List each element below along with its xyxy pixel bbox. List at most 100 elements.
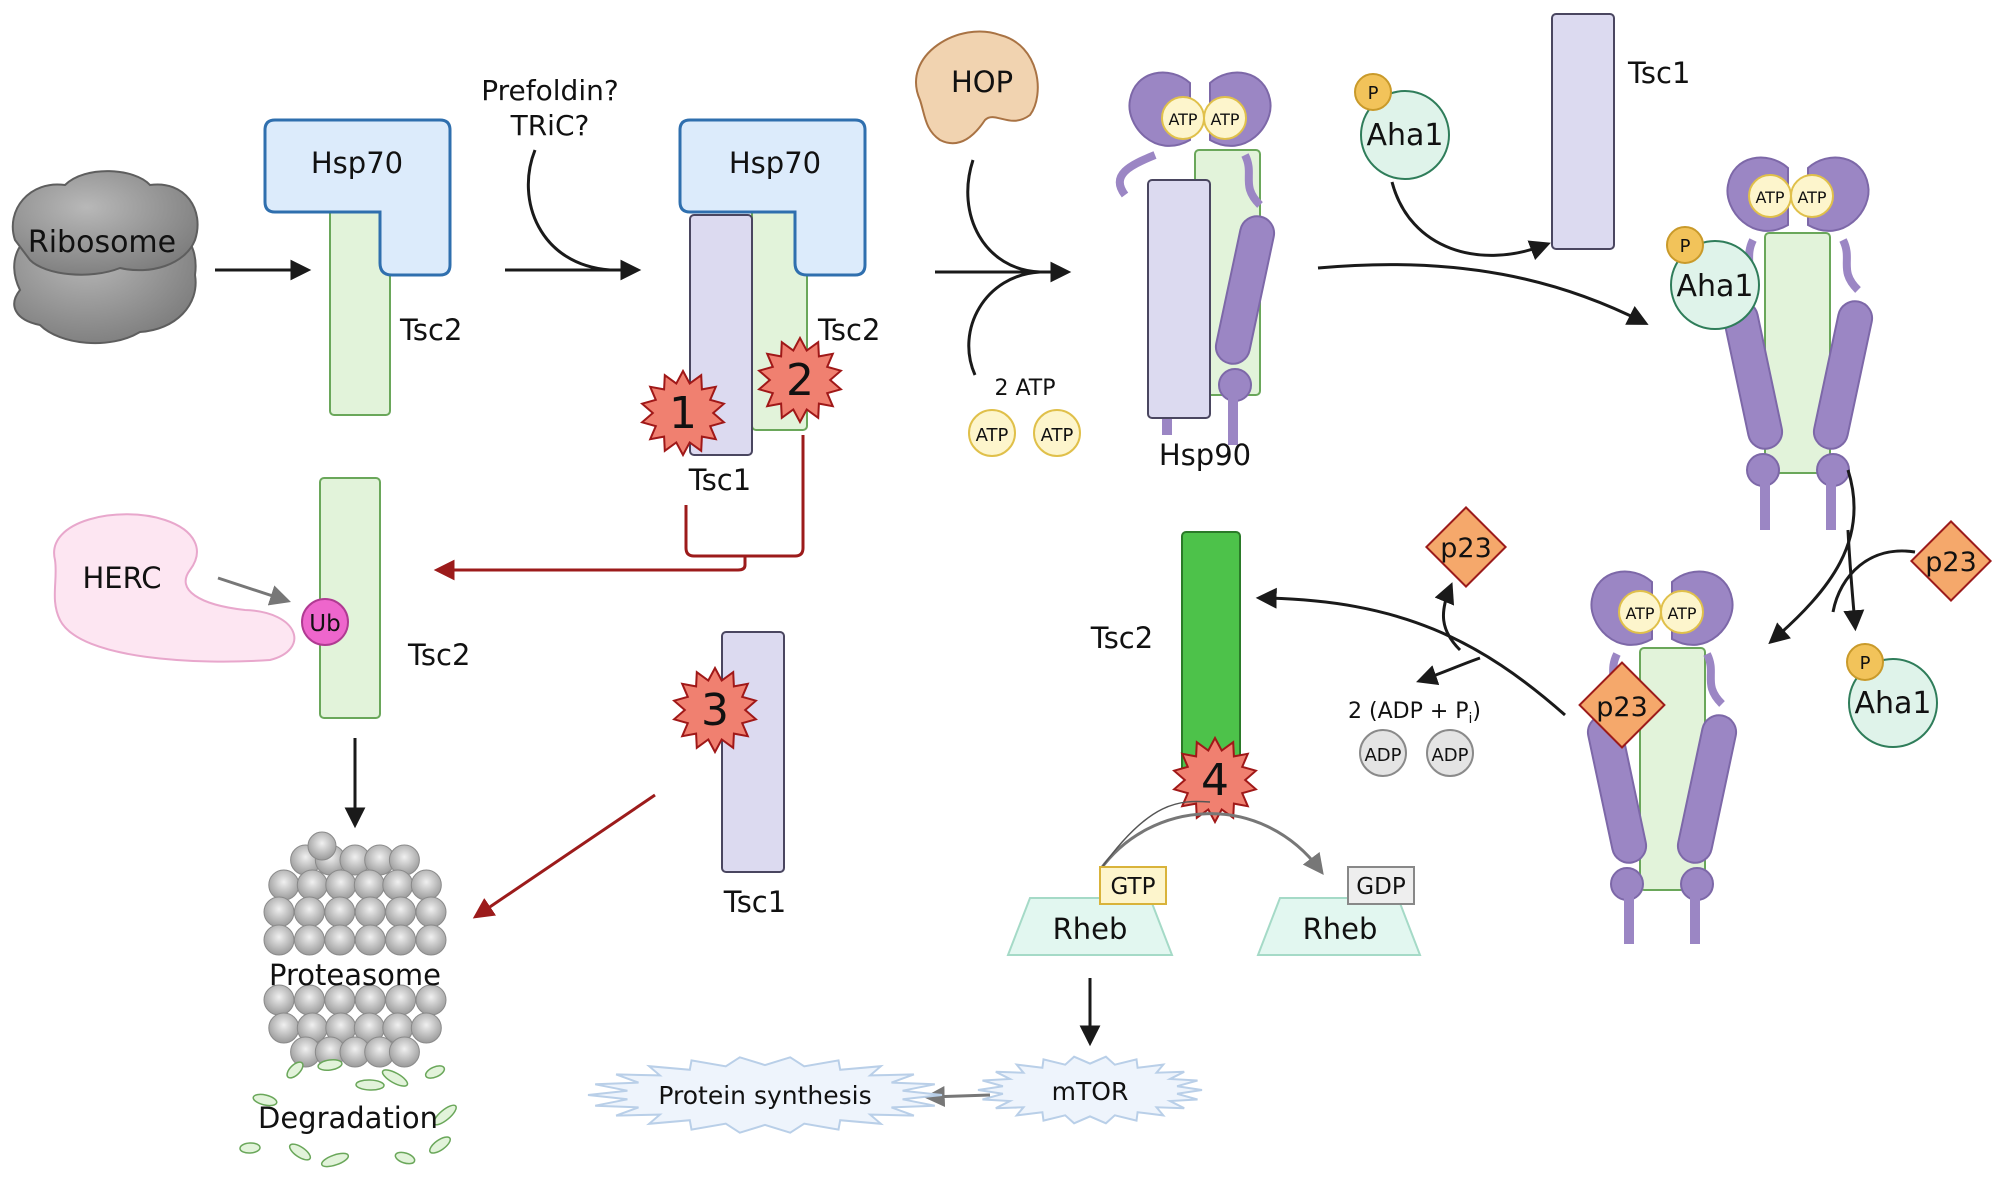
degradation-label: Degradation [258,1101,438,1135]
svg-text:ADP: ADP [1364,745,1401,766]
tsc2-label: Tsc2 [817,313,880,347]
tsc1-bar [721,631,785,873]
atp-molecule: ATP [1790,174,1834,218]
adp-molecule: ADP [1359,729,1407,777]
atp-molecule: ATP [1203,96,1247,140]
adp-pi-label: 2 (ADP + Pi) [1348,699,1481,727]
hsp90-aha1-complex: ATP ATP Aha1 P [1666,156,1874,530]
svg-text:ATP: ATP [1041,425,1074,446]
tsc2-label: Tsc2 [407,638,470,672]
proteasome: Proteasome Degradation [239,831,457,1168]
svg-text:Rheb: Rheb [1303,912,1378,946]
atp-molecule: ATP [1748,174,1792,218]
marker-2: 2 [757,335,843,425]
atp-molecule: ATP [1161,96,1205,140]
hsp90-p23-complex: ATP ATP p23 [1578,570,1738,944]
two-atp-label: 2 ATP [994,376,1055,401]
svg-text:P: P [1368,83,1379,104]
arrow-adp-release [1416,656,1481,686]
hsp90-label: Hsp90 [1159,438,1251,472]
svg-text:ADP: ADP [1431,745,1468,766]
tsc2-active-bar [1181,531,1241,775]
atp-molecule: ATP [1033,409,1081,457]
svg-text:Aha1: Aha1 [1366,118,1443,153]
tsc1-label: Tsc1 [688,463,751,497]
rheb-gtp: Rheb GTP [1006,866,1174,956]
herc-arrow [217,576,291,606]
svg-text:ATP: ATP [1625,604,1654,623]
arrow-tsc1-to-proteasome [472,793,656,919]
hop-label: HOP [951,65,1013,99]
proteasome-label: Proteasome [269,958,441,992]
hsp70-shape [263,118,452,277]
svg-text:ATP: ATP [1755,188,1784,207]
adp-molecule: ADP [1426,729,1474,777]
svg-text:3: 3 [701,685,729,736]
tsc1-label: Tsc1 [1627,56,1690,90]
tsc1-bar [1551,13,1615,250]
hop-shape [915,30,1039,145]
svg-text:ATP: ATP [1168,110,1197,129]
arrow-p23-in [1831,549,1916,613]
aha1-released: Aha1 P [1846,643,1938,748]
protein-synthesis: Protein synthesis [587,1056,943,1134]
mtor: mTOR [977,1055,1203,1125]
arrow-atp-in [967,270,1041,376]
arrow-mtor-to-synthesis [923,1086,991,1108]
tsc1-bar [1147,179,1211,419]
svg-text:p23: p23 [1596,692,1648,723]
herc-label: HERC [82,561,161,595]
tric-label: TRiC? [510,109,590,142]
tsc2-bar [319,477,381,719]
hsp70-tsc2-tsc1-complex: Hsp70 Tsc2 Tsc1 [678,118,880,497]
hsp70-label: Hsp70 [729,146,821,180]
arrow-release-active-tsc2 [1255,587,1566,717]
svg-text:ATP: ATP [976,425,1009,446]
svg-text:ATP: ATP [1210,110,1239,129]
atp-molecule: ATP [1660,590,1704,634]
ribosome-label: Ribosome [28,225,176,260]
svg-text:Rheb: Rheb [1053,912,1128,946]
hsp70-shape [678,118,867,277]
arrow-prefoldin [526,149,611,272]
p23-released: p23 [1424,505,1508,589]
arrow-aha1-tsc1 [1390,181,1551,261]
svg-text:1: 1 [669,388,697,439]
herc-ubiquitination: HERC Ub Tsc2 [53,477,470,719]
degradation-arrow-to-tsc2 [433,556,747,581]
hsp70-tsc2-complex: Hsp70 Tsc2 [263,118,462,416]
svg-text:p23: p23 [1925,547,1977,578]
svg-text:P: P [1860,653,1871,674]
atp-molecule: ATP [1618,590,1662,634]
marker-1: 1 [640,368,726,458]
svg-text:Aha1: Aha1 [1854,686,1931,721]
hsp90-client-complex: ATP ATP Hsp90 [1115,71,1276,472]
tsc1-released: Tsc1 [1551,13,1690,250]
atp-molecule: ATP [968,409,1016,457]
svg-text:GTP: GTP [1111,874,1156,900]
arrow-hop-in [966,159,1041,274]
prefoldin-label: Prefoldin? [481,74,618,107]
arrow-to-aha1-complex [1317,263,1649,325]
p23: p23 [1909,519,1993,603]
svg-text:P: P [1680,236,1691,257]
svg-text:mTOR: mTOR [1052,1077,1129,1106]
rheb-gdp: Rheb GDP [1256,866,1422,956]
hop: HOP [915,30,1039,145]
herc-shape [53,513,296,663]
aha1-phosphorylated: Aha1 P [1354,73,1450,180]
svg-text:ATP: ATP [1667,604,1696,623]
ub-circle [301,598,349,646]
svg-text:GDP: GDP [1356,874,1406,900]
svg-text:2: 2 [786,355,814,406]
marker-3: 3 [672,665,758,755]
svg-text:p23: p23 [1440,533,1492,564]
arrow-to-p23-complex [1768,469,1856,645]
gtp-hydrolysis-arc [1098,812,1324,876]
ribosome: Ribosome [11,170,199,345]
arrow-aha1-out [1843,529,1865,632]
tsc2-label: Tsc2 [399,313,462,347]
active-tsc2: Tsc2 [1090,531,1241,775]
